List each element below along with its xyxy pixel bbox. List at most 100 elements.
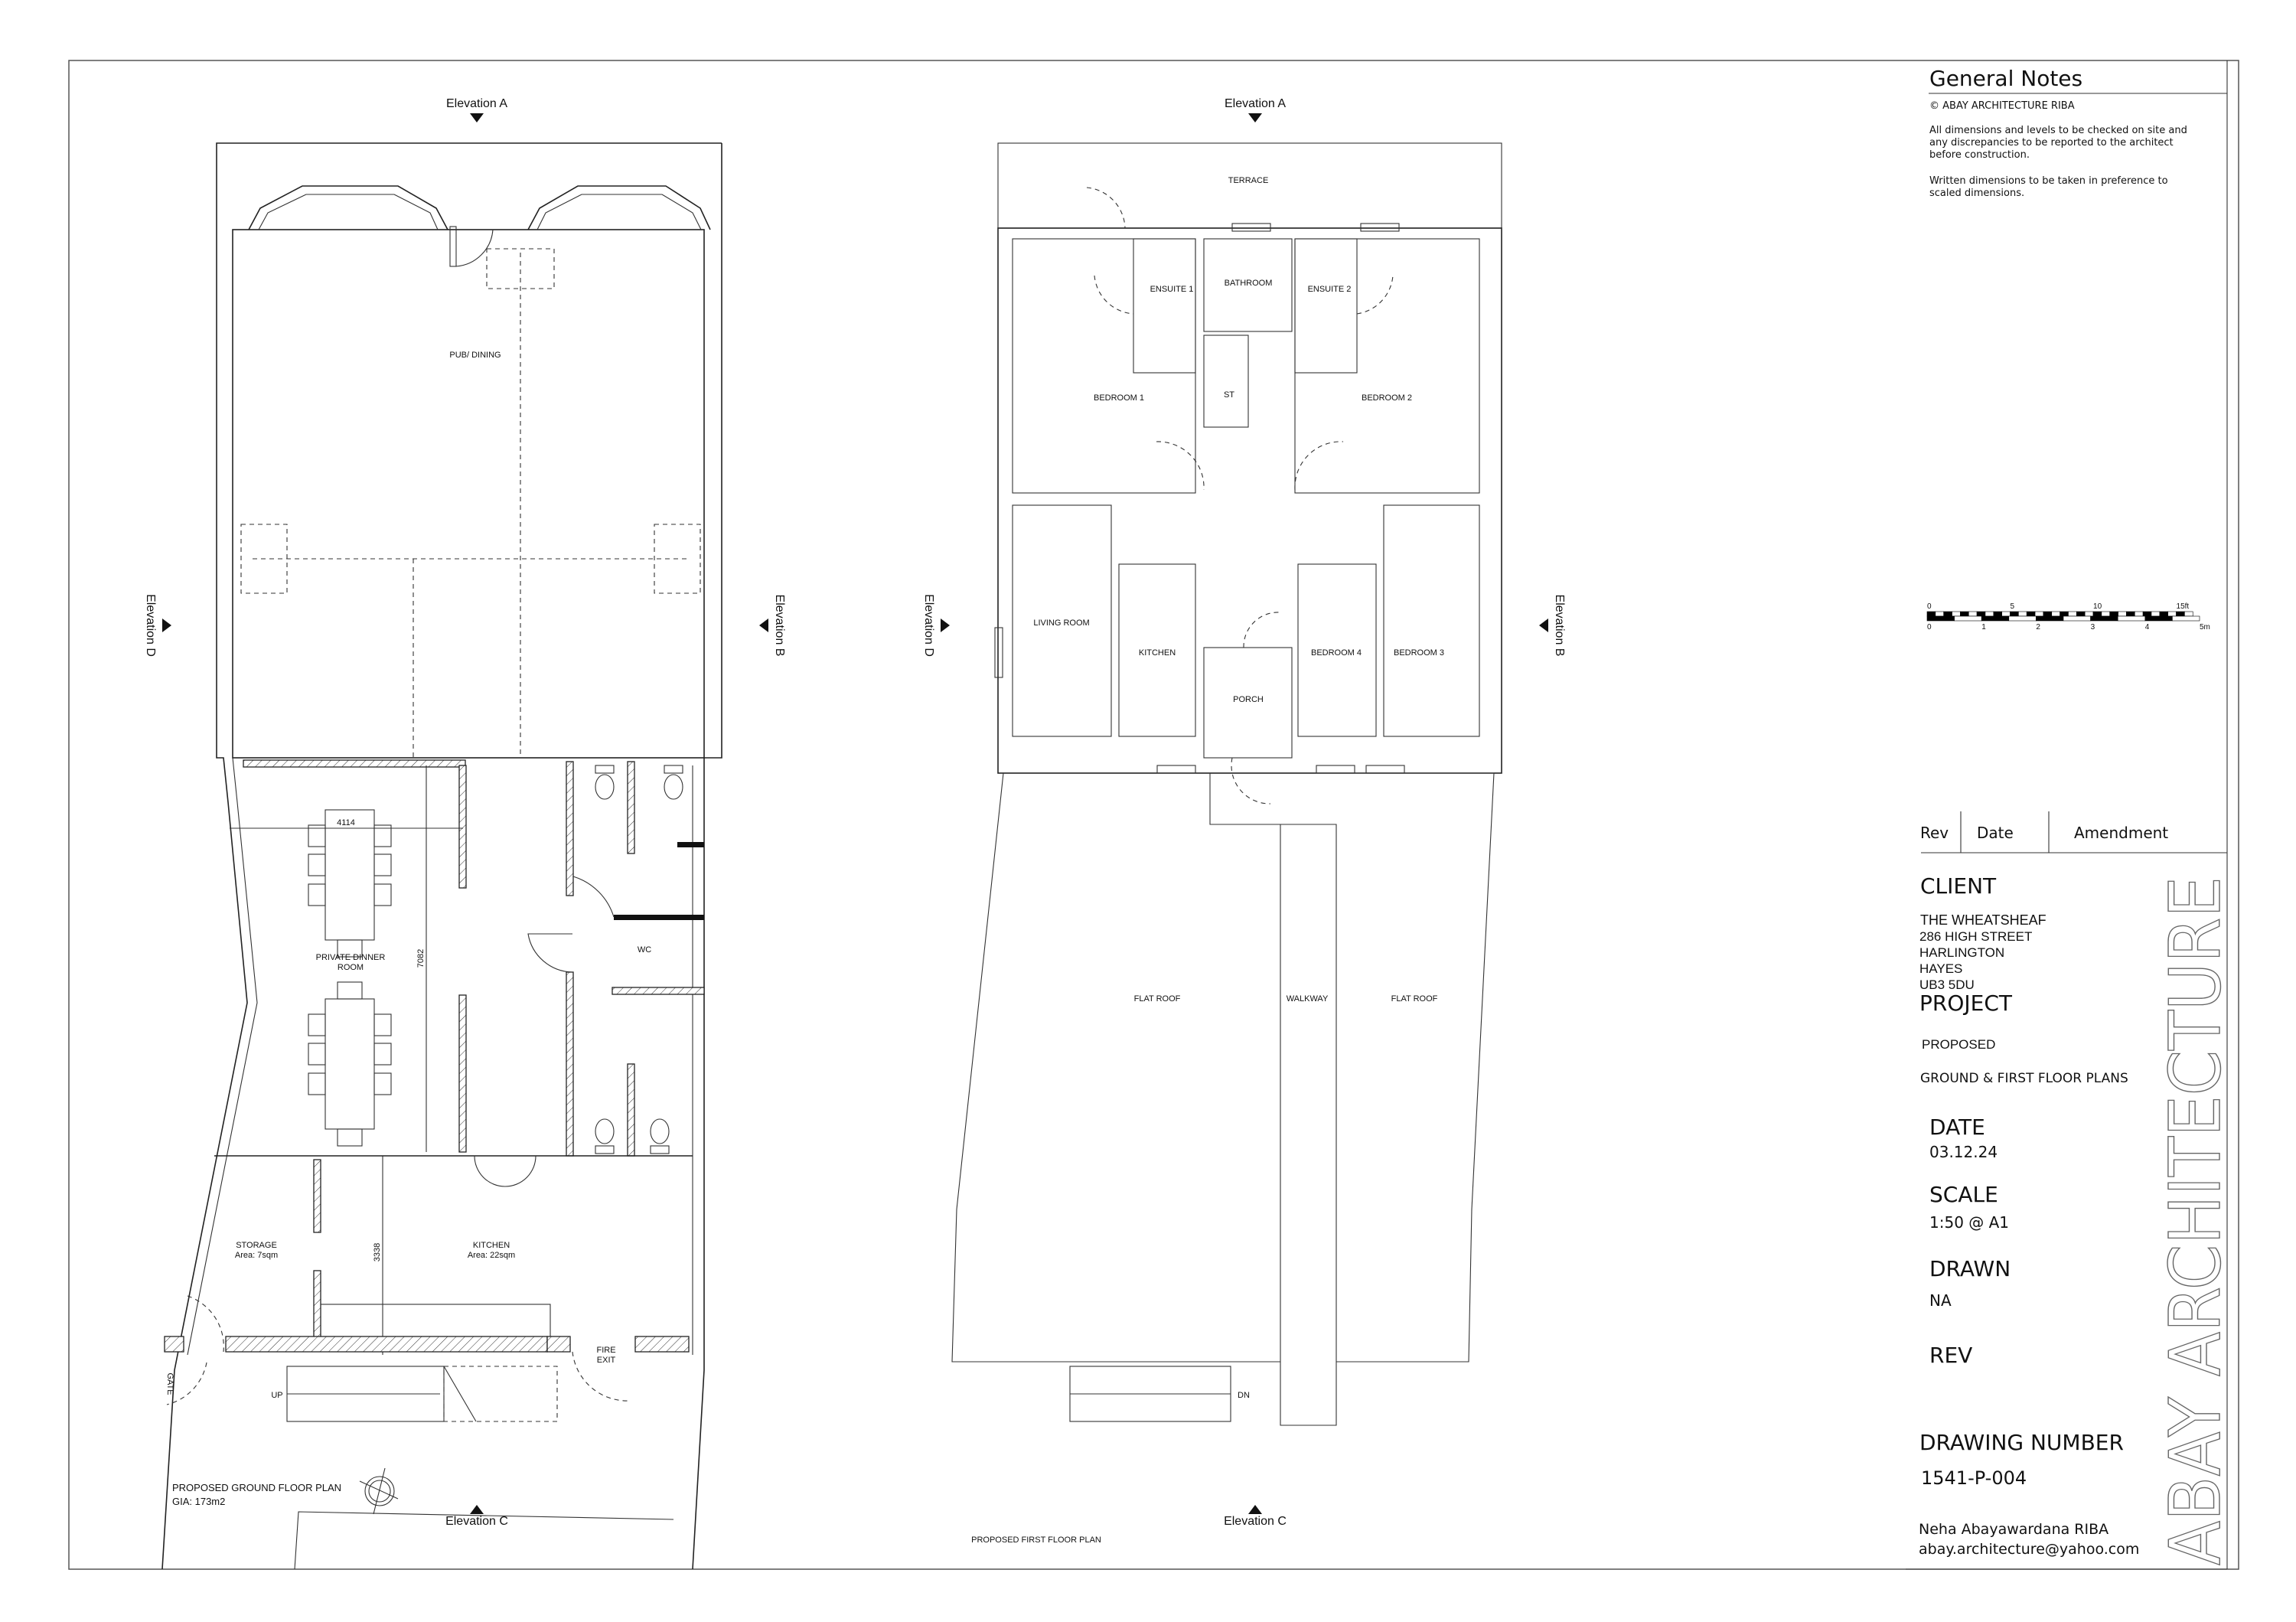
toilet-icon bbox=[650, 1118, 670, 1154]
door-swing bbox=[572, 1351, 630, 1402]
wc-partition bbox=[614, 915, 704, 920]
elevation-marker-b: Elevation B bbox=[773, 595, 786, 657]
scale-bar-metre-label: 5m bbox=[2200, 623, 2210, 632]
room-label-bedroom-4: BEDROOM 4 bbox=[1311, 648, 1362, 658]
drawn-value: NA bbox=[1929, 1291, 1952, 1310]
elevation-marker-a: Elevation A bbox=[446, 97, 507, 110]
client-line: THE WHEATSHEAF bbox=[1920, 912, 2047, 928]
note-line: before construction. bbox=[1929, 149, 2030, 161]
triangle-right-icon bbox=[162, 618, 171, 632]
note-line: Written dimensions to be taken in prefer… bbox=[1929, 175, 2168, 187]
elevation-marker-a: Elevation A bbox=[1225, 97, 1286, 110]
label-fire-exit: EXIT bbox=[597, 1356, 616, 1365]
room-porch bbox=[1203, 647, 1293, 759]
scale-bar-feet-segment bbox=[1926, 611, 1936, 617]
scale-bar-feet-segment bbox=[1952, 611, 1961, 617]
room-ensuite-1 bbox=[1133, 238, 1196, 374]
flat-roof-right bbox=[1336, 772, 1495, 1363]
scale-bar-feet-segment bbox=[2167, 611, 2177, 617]
gate-swing bbox=[166, 1362, 207, 1405]
room-label-living: LIVING ROOM bbox=[1033, 618, 1089, 628]
scale-bar-feet-segment bbox=[2051, 611, 2060, 617]
drawn-heading: DRAWN bbox=[1929, 1256, 2011, 1281]
elevation-marker-c: Elevation C bbox=[1224, 1515, 1287, 1528]
general-notes-heading: General Notes bbox=[1929, 66, 2082, 91]
wall-partition bbox=[627, 761, 635, 854]
room-bedroom-3 bbox=[1383, 504, 1480, 737]
scale-bar-feet-segment bbox=[2134, 611, 2144, 617]
wall-partition bbox=[612, 987, 705, 995]
architect-name: Neha Abayawardana RIBA bbox=[1919, 1521, 2108, 1538]
ground-outer-wall-left bbox=[161, 142, 722, 1570]
scale-bar-metre-label: 3 bbox=[2091, 623, 2095, 632]
north-arrow-icon bbox=[359, 1467, 399, 1515]
elevation-marker-b: Elevation B bbox=[1553, 595, 1566, 657]
room-bedroom-2 bbox=[1294, 238, 1480, 494]
room-label-private-dinner: PRIVATE DINNER bbox=[316, 953, 386, 962]
wall-partition bbox=[164, 1336, 184, 1353]
copyright-text: © ABAY ARCHITECTURE RIBA bbox=[1929, 100, 2075, 112]
flat-roof-left bbox=[951, 772, 1281, 1363]
scale-bar-feet-segment bbox=[2184, 611, 2193, 617]
column-base bbox=[486, 248, 555, 289]
architect-email: abay.architecture@yahoo.com bbox=[1919, 1541, 2139, 1558]
scale-bar-feet-segment bbox=[1943, 611, 1952, 617]
triangle-left-icon bbox=[1539, 618, 1548, 632]
wall-partition bbox=[243, 759, 466, 768]
plan-gia: GIA: 173m2 bbox=[172, 1496, 225, 1507]
door-swing bbox=[1294, 441, 1344, 491]
room-bathroom bbox=[1203, 238, 1293, 332]
drawing-number-heading: DRAWING NUMBER bbox=[1919, 1430, 2124, 1455]
room-living bbox=[1012, 504, 1112, 737]
front-door-swing bbox=[455, 229, 494, 267]
scale-bar-feet-segment bbox=[2026, 611, 2036, 617]
dining-table bbox=[308, 981, 392, 1147]
triangle-down-icon bbox=[470, 113, 484, 122]
scale-bar-feet-segment bbox=[2176, 611, 2185, 617]
scale-bar-metre-segment bbox=[1954, 615, 1982, 622]
plan-title-first: PROPOSED FIRST FLOOR PLAN bbox=[971, 1536, 1101, 1545]
door-swing bbox=[187, 1295, 224, 1353]
date-column-header: Date bbox=[1977, 824, 2014, 842]
rev-heading: REV bbox=[1929, 1343, 1972, 1368]
room-bedroom-1 bbox=[1012, 238, 1196, 494]
triangle-right-icon bbox=[941, 618, 950, 632]
door-swing bbox=[1356, 275, 1394, 315]
scale-bar-feet-label: 15ft bbox=[2177, 602, 2190, 611]
scale-bar-metre-segment bbox=[2144, 615, 2173, 622]
elevation-marker-d: Elevation D bbox=[144, 594, 157, 657]
room-label-porch: PORCH bbox=[1233, 695, 1264, 704]
first-floor-outer-wall bbox=[997, 227, 1502, 774]
scale-bar-feet-segment bbox=[1968, 611, 1978, 617]
label-fire-exit: FIRE bbox=[596, 1346, 615, 1355]
room-label-storage: STORAGE bbox=[236, 1241, 277, 1250]
triangle-left-icon bbox=[759, 618, 768, 632]
scale-bar-feet-label: 0 bbox=[1927, 602, 1932, 611]
scale-bar-feet-segment bbox=[1960, 611, 1969, 617]
toilet-icon bbox=[664, 765, 683, 800]
note-line: All dimensions and levels to be checked … bbox=[1929, 125, 2187, 136]
title-block: General Notes © ABAY ARCHITECTURE RIBA A… bbox=[1906, 60, 2237, 1570]
scale-bar-metre-segment bbox=[1981, 615, 2010, 622]
first-floor-stairs bbox=[1069, 1366, 1231, 1422]
client-line: HARLINGTON bbox=[1919, 945, 2004, 960]
client-heading: CLIENT bbox=[1920, 873, 1997, 899]
scale-bar-feet-segment bbox=[2159, 611, 2168, 617]
door-swing bbox=[1094, 275, 1134, 315]
scale-value: 1:50 @ A1 bbox=[1929, 1213, 2009, 1232]
scale-bar-feet-segment bbox=[2142, 611, 2152, 617]
scale-bar-metre-segment bbox=[2063, 615, 2091, 622]
site-boundary bbox=[294, 1511, 674, 1570]
sheet-border bbox=[68, 60, 2239, 1570]
first-floor-plan: TERRACE ENSUITE 1 BATHROOM ENSUITE 2 BED… bbox=[922, 97, 1566, 1545]
scale-heading: SCALE bbox=[1929, 1182, 1998, 1207]
ground-inner-wall-left bbox=[187, 757, 258, 1356]
note-line: scaled dimensions. bbox=[1929, 188, 2024, 199]
wall-partition bbox=[566, 761, 574, 896]
front-door bbox=[449, 226, 457, 267]
bay-window-right bbox=[527, 185, 711, 230]
room-area-kitchen: Area: 22sqm bbox=[468, 1251, 515, 1260]
scale-bar-feet-label: 5 bbox=[2011, 602, 2015, 611]
triangle-up-icon bbox=[1248, 1505, 1262, 1514]
